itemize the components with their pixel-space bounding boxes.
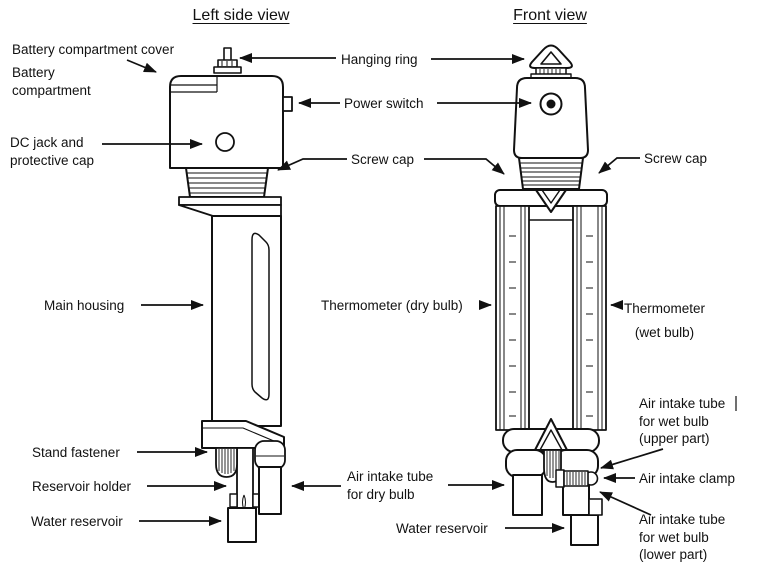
label-line: for wet bulb	[639, 529, 709, 545]
label-line: (lower part)	[639, 547, 708, 562]
front-screw-cap	[518, 157, 584, 190]
label-air-intake-wet-upper: Air intake tube for wet bulb (upper part…	[639, 395, 725, 448]
thermometer-dry-column	[495, 205, 530, 431]
holder-clamp-tab-left	[229, 493, 238, 508]
label-line: Air intake tube	[347, 469, 434, 484]
screw-cap-side	[185, 167, 269, 198]
label-stand-fastener: Stand fastener	[32, 445, 120, 460]
head-outline	[169, 75, 284, 169]
housing-shoulder	[178, 196, 282, 217]
stand-fastener-knob	[215, 447, 238, 478]
label-water-reservoir-left: Water reservoir	[31, 514, 123, 529]
frame-v-notch-inner	[541, 189, 561, 204]
label-line: protective cap	[10, 152, 95, 168]
label-line: compartment	[12, 82, 91, 98]
left-device	[169, 47, 293, 543]
battery-compartment-seam	[170, 77, 218, 93]
label-hanging-ring: Hanging ring	[341, 52, 418, 67]
label-thermometer-dry: Thermometer (dry bulb)	[321, 298, 463, 313]
label-thermometer-wet: Thermometer (wet bulb)	[617, 297, 712, 345]
title-front-view: Front view	[513, 7, 587, 24]
label-power-switch: Power switch	[344, 96, 424, 111]
arrow-air-wet-upper	[600, 448, 664, 470]
wet-tube-side-tab	[588, 498, 603, 516]
housing-window-slot	[251, 232, 270, 401]
power-switch-inner	[546, 99, 556, 109]
water-reservoir-side	[227, 507, 257, 543]
arrow-screwcap-to-side-view	[277, 158, 347, 171]
label-battery-compartment: Battery compartment	[12, 64, 91, 99]
label-line: Battery	[12, 65, 55, 80]
arrow-battery-cover	[126, 59, 157, 73]
label-line: (upper part)	[639, 431, 710, 446]
left-lobe	[505, 449, 547, 478]
hanging-ring-front-icon	[529, 44, 573, 80]
hanging-ring-side-icon	[213, 47, 242, 74]
label-dc-jack: DC jack and protective cap	[10, 134, 94, 169]
thermometer-wet-column	[572, 205, 607, 431]
label-line: Air intake tube	[639, 512, 726, 527]
power-switch-side-nub	[282, 96, 293, 112]
front-head-outline	[513, 77, 589, 159]
label-water-reservoir-front: Water reservoir	[396, 521, 488, 536]
arrow-air-wet-lower	[599, 491, 652, 516]
front-device	[494, 44, 608, 546]
label-line: (wet bulb)	[634, 325, 695, 340]
label-line: Thermometer	[623, 301, 706, 316]
air-intake-tube-side	[254, 440, 286, 515]
arrow-screwcap-right	[598, 157, 640, 174]
leader-arrows	[102, 53, 737, 533]
water-reservoir-front-body	[570, 514, 599, 546]
main-housing-body	[211, 215, 282, 427]
label-air-intake-dry: Air intake tube for dry bulb	[347, 468, 433, 503]
label-line: for dry bulb	[347, 486, 415, 502]
air-intake-tube-dry-front	[512, 474, 543, 516]
label-air-intake-wet-lower: Air intake tube for wet bulb (lower part…	[639, 511, 725, 564]
label-line: for wet bulb	[639, 413, 709, 429]
arrow-screwcap-to-front-left	[424, 158, 505, 175]
title-left-side-view: Left side view	[192, 7, 290, 24]
label-main-housing: Main housing	[44, 298, 125, 313]
bottom-chevron-inner	[539, 429, 563, 451]
label-screw-cap-center: Screw cap	[351, 152, 415, 167]
frame-v-notch	[535, 189, 567, 213]
label-air-intake-clamp: Air intake clamp	[639, 471, 736, 486]
label-battery-compartment-cover: Battery compartment cover	[12, 42, 175, 57]
label-line: Air intake tube	[639, 396, 726, 411]
air-intake-clamp-part	[555, 469, 599, 488]
dc-jack-circle	[215, 132, 235, 152]
label-line: DC jack and	[10, 135, 84, 150]
label-screw-cap-right: Screw cap	[644, 151, 708, 166]
label-reservoir-holder: Reservoir holder	[32, 479, 132, 494]
